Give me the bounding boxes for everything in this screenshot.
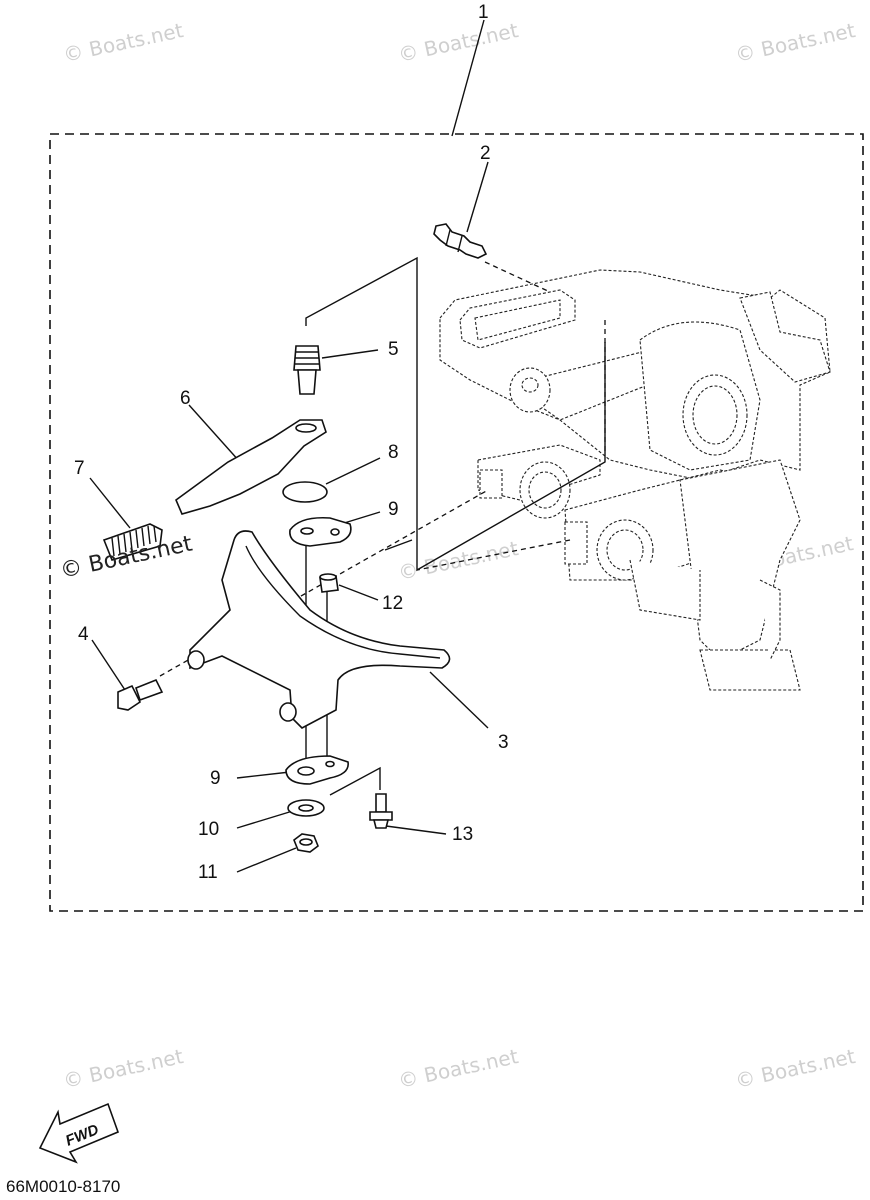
part-5-screw	[293, 345, 321, 395]
drawing-code: 66M0010-8170	[6, 1177, 120, 1196]
watermark: © Boats.net	[396, 536, 520, 585]
forward-arrow-icon: FWD	[38, 1102, 120, 1164]
callout-9-upper: 9	[388, 499, 399, 520]
callout-13: 13	[452, 824, 473, 845]
callout-2: 2	[480, 143, 491, 164]
watermark: © Boats.net	[61, 1044, 185, 1093]
callout-1: 1	[478, 2, 489, 23]
part-9-plate-lower	[285, 755, 349, 785]
part-4-bolt	[117, 678, 164, 711]
callout-7: 7	[74, 458, 85, 479]
callout-11: 11	[198, 862, 218, 883]
part-2-fitting	[433, 223, 488, 259]
part-3-bracket	[187, 530, 451, 729]
callout-12: 12	[382, 593, 403, 614]
watermark: © Boats.net	[396, 1044, 520, 1093]
clamp-bracket-outline	[439, 269, 831, 691]
part-13-bolt	[369, 793, 393, 829]
watermark: © Boats.net	[733, 1044, 857, 1093]
callout-8: 8	[388, 442, 399, 463]
callout-3: 3	[498, 732, 509, 753]
part-8-washer	[282, 481, 328, 503]
part-10-washer	[287, 799, 325, 817]
watermark: © Boats.net	[61, 18, 185, 67]
callout-10: 10	[198, 819, 219, 840]
part-11-nut	[293, 833, 319, 853]
callouts: 1 2 3 4 5 6 7 8 9 9 10 11 12 13	[74, 2, 509, 883]
part-9-plate-upper	[289, 516, 352, 547]
callout-6: 6	[180, 388, 191, 409]
assembly-boundary	[49, 133, 864, 912]
part-7-grip	[102, 523, 163, 561]
watermark: © Boats.net	[396, 18, 520, 67]
watermark: © Boats.net	[733, 18, 857, 67]
leader-lines	[89, 19, 606, 873]
callout-4: 4	[78, 624, 89, 645]
alignment-lines	[159, 261, 606, 677]
part-6-lever-plate	[175, 419, 327, 515]
callout-9-lower: 9	[210, 768, 221, 789]
part-12-collar	[319, 573, 339, 593]
callout-5: 5	[388, 339, 399, 360]
